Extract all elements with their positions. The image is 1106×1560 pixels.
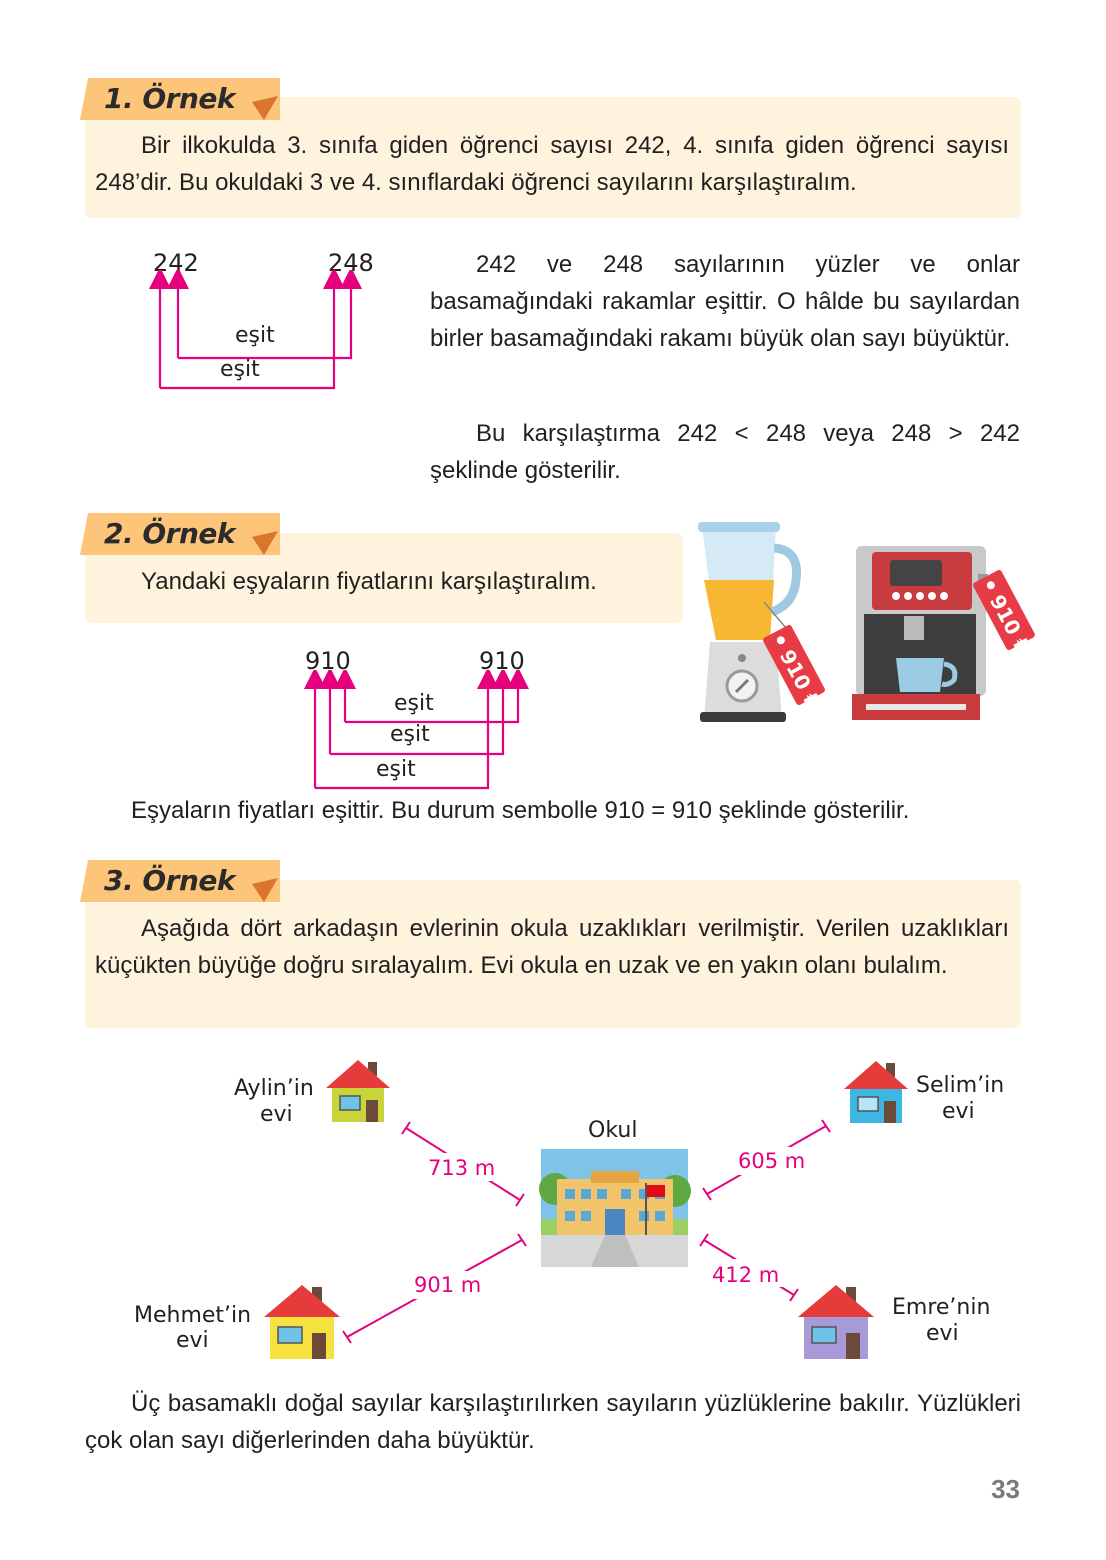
emre-label-1: Emre’nin (892, 1295, 990, 1320)
aylin-label-2: evi (260, 1102, 293, 1127)
example-1-comparison: Bu karşılaştırma 242 < 248 veya 248 > 24… (430, 420, 1020, 484)
diagram1-equal-label-1: eşit (235, 323, 275, 348)
mehmet-distance: 901 m (414, 1273, 481, 1297)
tag-ribbon-icon (80, 860, 280, 902)
selim-house-icon (844, 1061, 908, 1123)
mehmet-house-icon (264, 1285, 340, 1359)
diagram1-arrows: eşit eşit (149, 270, 362, 390)
example-2-tag: 2. Örnek (80, 511, 280, 555)
example-2-text: Yandaki eşyaların fiyatlarını karşılaştı… (141, 568, 597, 595)
diagram1-equal-label-2: eşit (220, 357, 260, 382)
example-3-box (85, 880, 1021, 1028)
aylin-house-icon (326, 1060, 390, 1122)
aylin-distance: 713 m (428, 1156, 495, 1180)
mehmet-label-2: evi (176, 1328, 209, 1353)
tag-ribbon-icon (80, 78, 280, 120)
distance-diagram: Okul Aylin’in evi Selim (134, 1060, 1004, 1359)
page-number: 33 (991, 1474, 1020, 1504)
emre-label-2: evi (926, 1321, 959, 1346)
emre-distance: 412 m (712, 1263, 779, 1287)
diagram2-arrows: eşit eşit eşit (304, 670, 529, 790)
aylin-label-1: Aylin’in (234, 1076, 314, 1101)
selim-label-1: Selim’in (916, 1073, 1004, 1098)
coffee-machine-image: 910 ₺ (852, 546, 1036, 720)
example-2-conclusion: Eşyaların fiyatları eşittir. Bu durum se… (131, 797, 910, 824)
example-1-tag: 1. Örnek (80, 76, 280, 120)
diagram2-equal-label-3: eşit (376, 757, 416, 782)
example-3-title: 3. Örnek (104, 864, 236, 897)
blender-image: 910 ₺ (698, 522, 826, 722)
example-1-explanation: 242 ve 248 sayılarının yüzler ve onlar b… (430, 251, 1020, 352)
selim-distance: 605 m (738, 1149, 805, 1173)
diagram2-equal-label-2: eşit (390, 722, 430, 747)
example-3-text: Aşağıda dört arkadaşın evlerinin okula u… (95, 915, 1009, 979)
example-1-title: 1. Örnek (104, 82, 236, 115)
example-1-text: Bir ilkokulda 3. sınıfa giden öğrenci sa… (95, 132, 1009, 196)
rule-text: Üç basamaklı doğal sayılar karşılaştırıl… (85, 1390, 1021, 1454)
mehmet-label-1: Mehmet’in (134, 1303, 251, 1328)
diagram2-equal-label-1: eşit (394, 691, 434, 716)
example-2-title: 2. Örnek (104, 517, 236, 550)
example-3-tag: 3. Örnek (80, 858, 280, 902)
emre-house-icon (798, 1285, 874, 1359)
school-image (539, 1149, 691, 1267)
selim-label-2: evi (942, 1099, 975, 1124)
school-label: Okul (588, 1118, 637, 1143)
tag-ribbon-icon (80, 513, 280, 555)
